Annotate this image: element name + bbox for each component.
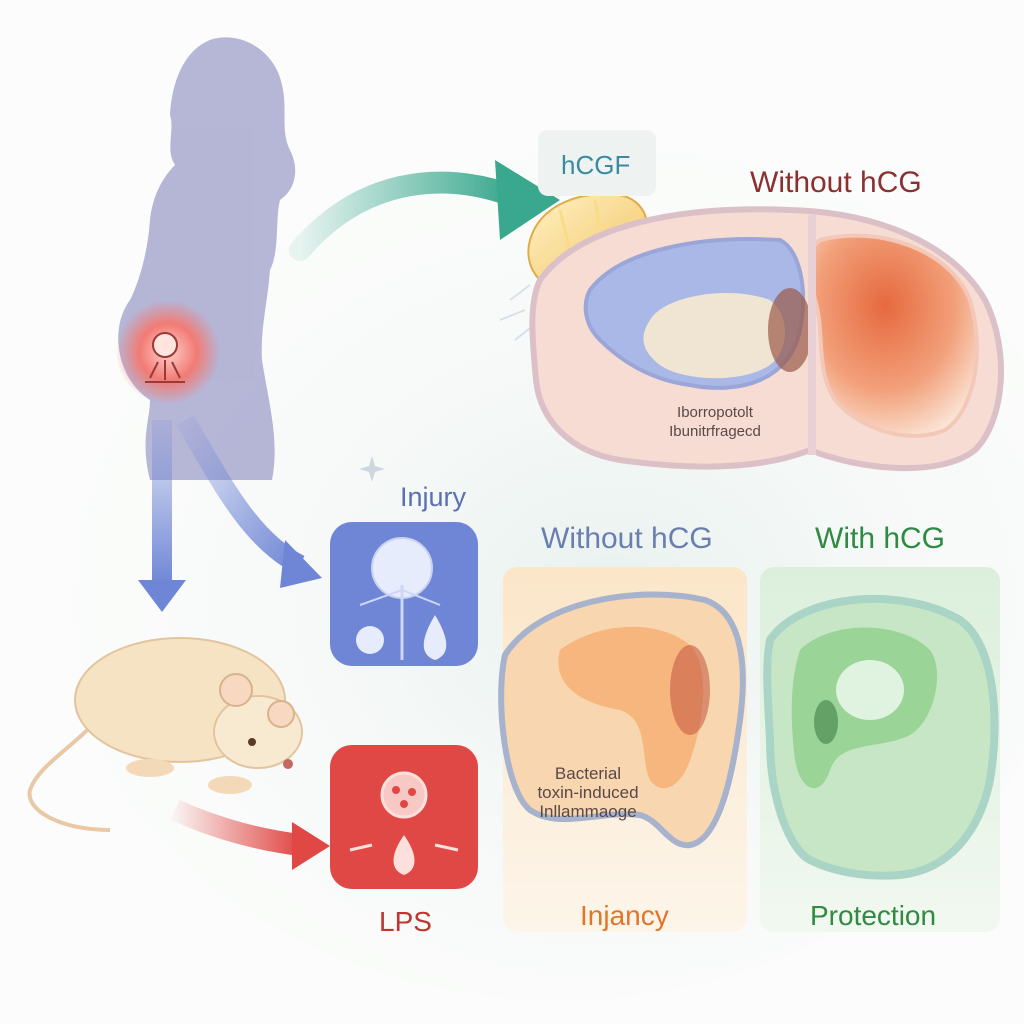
brain-top-caption-2: Ibunitrfragecd — [669, 423, 761, 440]
green-arrow — [289, 171, 521, 261]
lps-title: LPS — [379, 906, 432, 937]
brain-section-green — [763, 594, 999, 880]
green-arrowhead — [495, 160, 560, 240]
without-hcg-panel-title: Without hCG — [541, 522, 713, 555]
hcgf-label-pill — [538, 130, 656, 196]
hcgf-label: hCGF — [561, 150, 631, 180]
bacterial-caption-1: Bacterial — [554, 764, 622, 783]
with-hcg-panel-title: With hCG — [815, 522, 946, 555]
without-hcg-top-title: Without hCG — [750, 166, 922, 199]
brain-top-caption-1: Iborropotolt — [677, 404, 753, 421]
blue-arrowhead-down — [138, 580, 186, 612]
red-arrow — [170, 799, 302, 856]
bacterial-caption-3: Inllammaoge — [539, 802, 637, 821]
injury-cell-icon — [356, 537, 447, 660]
brain-section-orange — [498, 591, 746, 849]
blue-arrow-diagonal — [176, 414, 305, 574]
lps-bacteria-icon — [349, 771, 459, 875]
protection-label: Protection — [810, 900, 937, 931]
injury-title: Injury — [400, 482, 467, 512]
injancy-label: Injancy — [580, 900, 669, 931]
rat-icon — [27, 637, 303, 832]
red-arrowhead — [292, 822, 330, 870]
placenta-icon — [145, 332, 185, 383]
brain-section-top — [529, 206, 1004, 472]
blue-arrowhead-diagonal — [280, 540, 322, 588]
sparkle-icon — [359, 456, 385, 482]
blue-arrow-shaft-down — [152, 420, 172, 585]
bacterial-caption-2: toxin-induced — [537, 783, 639, 802]
